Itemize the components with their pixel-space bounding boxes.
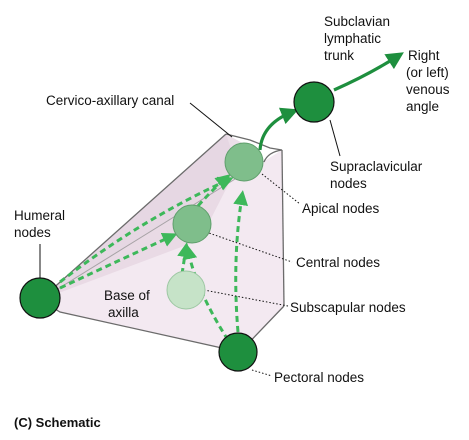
subscapular-nodes-label: Subscapular nodes xyxy=(290,300,406,315)
central-node xyxy=(172,204,212,244)
dashed-arrow-icon xyxy=(233,190,249,333)
supraclavicular-node xyxy=(293,81,335,123)
subclavian-trunk-label: Subclavian lymphatic trunk xyxy=(324,14,394,63)
dashed-arrow-icon xyxy=(196,174,231,207)
apical-node xyxy=(224,142,264,182)
outflow-arrows xyxy=(258,52,404,151)
leader-lines xyxy=(39,102,341,377)
subscapular-node xyxy=(166,270,206,310)
pectoral-node xyxy=(218,332,258,372)
solid-arrow-icon xyxy=(333,52,404,92)
central-nodes-label: Central nodes xyxy=(296,255,380,270)
solid-arrow-icon xyxy=(258,107,299,151)
pyramid-apex xyxy=(225,133,283,163)
cervico-axillary-canal-label: Cervico-axillary canal xyxy=(46,93,174,108)
pectoral-nodes-label: Pectoral nodes xyxy=(274,370,364,385)
dashed-arrow-icon xyxy=(59,176,234,284)
lymph-nodes xyxy=(19,81,335,372)
drainage-arrows xyxy=(59,174,249,341)
apical-nodes-label: Apical nodes xyxy=(302,201,380,216)
pyramid-edge-right xyxy=(281,149,285,307)
pyramid-face-shade xyxy=(40,134,248,300)
figure-caption: (C) Schematic xyxy=(14,415,101,430)
supraclavicular-nodes-label: Supraclavicular nodes xyxy=(330,159,426,191)
humeral-node xyxy=(19,277,61,319)
venous-angle-label: Right (or left) venous angle xyxy=(406,48,453,114)
dashed-arrow-icon xyxy=(177,242,193,275)
humeral-nodes-label: Humeral nodes xyxy=(14,208,69,240)
base-of-axilla-label: Base of axilla xyxy=(104,288,154,320)
labels: Subclavian lymphatic trunk Right (or lef… xyxy=(14,14,453,430)
dashed-arrow-icon xyxy=(59,232,178,290)
